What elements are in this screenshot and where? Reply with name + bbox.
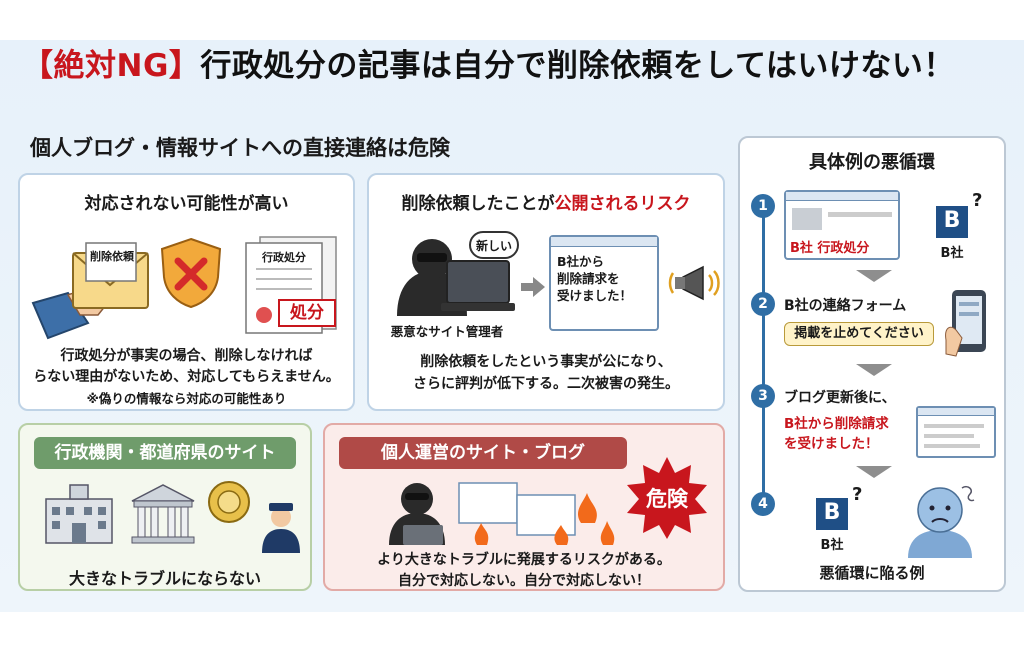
step-2-number: 2: [751, 292, 775, 316]
step-1-screen-text: B社 行政処分: [790, 241, 870, 256]
step-1-screen: [784, 190, 900, 260]
hacker-icon: [397, 239, 515, 316]
hand-envelope-icon: [31, 242, 149, 340]
card-unresponsive: 対応されない可能性が高い 削除依頼 行政処分 処分 行政処分が事実の場合、削除し…: [18, 173, 355, 411]
card-publicity-title-prefix: 削除依頼したことが: [401, 194, 555, 214]
title-main-text: 行政処分の記事は自分で削除依頼をしてはいけない！: [200, 48, 955, 84]
card-publicity-title: 削除依頼したことが公開されるリスク: [369, 189, 723, 214]
browser-window: [549, 235, 659, 331]
step-1-logo-letter: B: [943, 208, 961, 233]
step-3-red-2: を受けました！: [784, 436, 879, 452]
worried-person-icon: [908, 485, 975, 558]
card-personal-body-1: より大きなトラブルに発展するリスクがある。: [377, 552, 671, 568]
browser-text-3: 受けました！: [557, 288, 633, 303]
step-1-screen-bar: [786, 192, 898, 201]
document-label: 行政処分: [262, 251, 306, 264]
page-subtitle: 個人ブログ・情報サイトへの直接連絡は危険: [30, 136, 450, 160]
page-title: 【絶対NG】行政処分の記事は自分で削除依頼をしてはいけない！: [22, 40, 955, 85]
building-icon: [45, 484, 113, 544]
step-arrow-3: [856, 466, 892, 478]
card-unresponsive-body-1: 行政処分が事実の場合、削除しなければ: [60, 348, 313, 364]
step-3-screen-line-2: [924, 434, 974, 438]
step-3-screen-line-3: [924, 444, 980, 448]
step-1-question: ?: [972, 190, 983, 211]
step-2-pill: 掲載を止めてください: [784, 322, 934, 346]
courthouse-icon: [131, 484, 195, 544]
timeline-line: [762, 202, 765, 512]
card-unresponsive-note: ※偽りの情報なら対応の可能性あり: [86, 391, 287, 406]
danger-burst-icon: [627, 457, 707, 539]
burning-sites-icon: [458, 482, 615, 545]
step-3-screen-bar: [918, 408, 994, 416]
admin-label: 悪意なサイト管理者: [390, 324, 504, 339]
card-publicity-risk: 削除依頼したことが公開されるリスク 新しい 悪意なサイト管理者 B社から 削除請…: [367, 173, 725, 411]
step-4-logo-letter: B: [823, 500, 841, 525]
step-arrow-1: [856, 270, 892, 282]
envelope-label: 削除依頼: [90, 250, 134, 263]
step-1-screen-photo: [792, 208, 822, 230]
step-2-label: B社の連絡フォーム: [784, 298, 907, 314]
title-ng-label: 【絶対NG】: [22, 48, 201, 84]
stamp-label: 処分: [278, 299, 336, 327]
card-publicity-body-1: 削除依頼をしたという事実が公になり、: [420, 354, 672, 370]
card-personal: 個人運営のサイト・ブログ 危険 より大きなトラブルに発展するリスクがある。 自分…: [323, 423, 725, 591]
card-unresponsive-body-2: らない理由がないため、対応してもらえません。: [33, 369, 340, 385]
vicious-cycle-footer: 悪循環に陥る例: [819, 564, 925, 582]
speech-bubble-text: 新しい: [475, 239, 512, 253]
step-3-label: ブログ更新後に、: [784, 390, 896, 406]
vicious-cycle-title: 具体例の悪循環: [809, 152, 935, 173]
step-3-red-1: B社から削除請求: [784, 416, 889, 432]
step-4-logo: [816, 498, 848, 530]
hacker-laptop-icon: [389, 483, 445, 545]
browser-text-1: B社から: [557, 254, 605, 269]
step-1-logo: [936, 206, 968, 238]
vicious-cycle-panel: 具体例の悪循環 1 B社 行政処分 B ? B社 2 B社の連絡フォーム 掲載を…: [738, 136, 1006, 592]
arrow-right-icon: [521, 277, 545, 297]
shield-x-icon: [160, 237, 222, 309]
smartphone-icon: [945, 290, 986, 357]
danger-label: 危険: [646, 487, 688, 511]
step-4-company: B社: [820, 538, 844, 553]
card-personal-body-2: 自分で対応しない。自分で対応しない！: [398, 573, 650, 589]
card-government-body: 大きなトラブルにならない: [68, 569, 261, 588]
step-3-screen: [916, 406, 996, 458]
police-officer-icon: [262, 503, 300, 553]
police-emblem-icon: [208, 481, 250, 523]
step-4-question: ?: [852, 484, 863, 505]
card-unresponsive-title: 対応されない可能性が高い: [84, 194, 289, 214]
card-publicity-body-2: さらに評判が低下する。二次被害の発生。: [413, 376, 679, 392]
speech-bubble: [469, 231, 519, 259]
step-3-screen-line-1: [924, 424, 984, 428]
government-band: 行政機関・都道府県のサイト: [34, 437, 296, 469]
browser-text-2: 削除請求を: [557, 271, 620, 286]
step-4-number: 4: [751, 492, 775, 516]
card-publicity-title-highlight: 公開されるリスク: [554, 194, 691, 214]
personal-band: 個人運営のサイト・ブログ: [339, 437, 627, 469]
step-3-number: 3: [751, 384, 775, 408]
step-1-number: 1: [751, 194, 775, 218]
megaphone-icon: [668, 265, 720, 301]
step-1-company: B社: [940, 246, 964, 261]
step-arrow-2: [856, 364, 892, 376]
step-1-screen-line: [828, 212, 892, 217]
card-government: 行政機関・都道府県のサイト 大きなトラブルにならない: [18, 423, 312, 591]
browser-titlebar: [551, 237, 657, 247]
